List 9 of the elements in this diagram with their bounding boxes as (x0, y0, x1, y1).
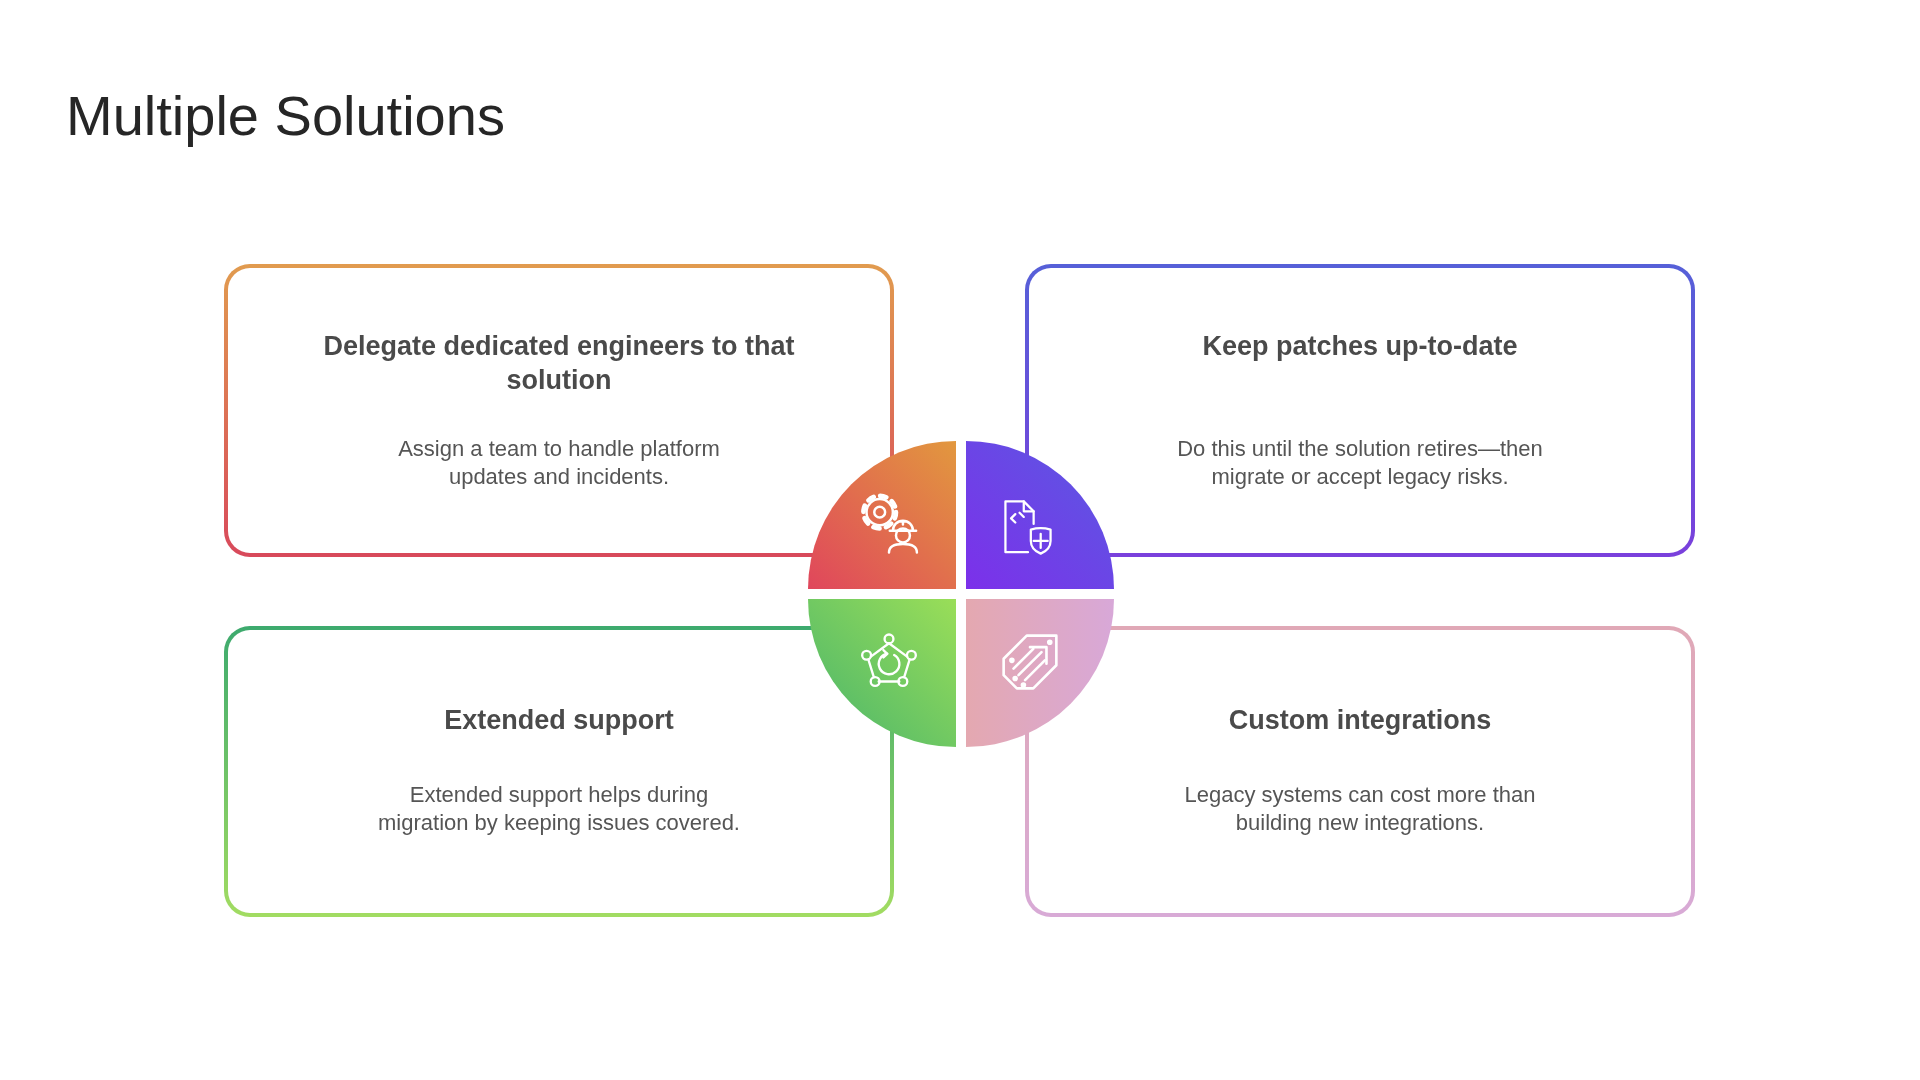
card-description: Do this until the solution retires—then migrate or accept legacy risks. (1176, 435, 1544, 491)
card-description: Assign a team to handle platform updates and incidents. (397, 435, 721, 491)
card-heading: Delegate dedicated engineers to that solution (322, 330, 796, 397)
card-heading: Extended support (444, 704, 674, 737)
card-heading: Keep patches up-to-date (1202, 330, 1518, 363)
card-heading: Custom integrations (1228, 704, 1492, 737)
card-description: Extended support helps during migration by keeping issues covered. (377, 781, 741, 837)
card-description: Legacy systems can cost more than building new integrations. (1183, 781, 1537, 837)
page-title: Multiple Solutions (66, 84, 505, 148)
